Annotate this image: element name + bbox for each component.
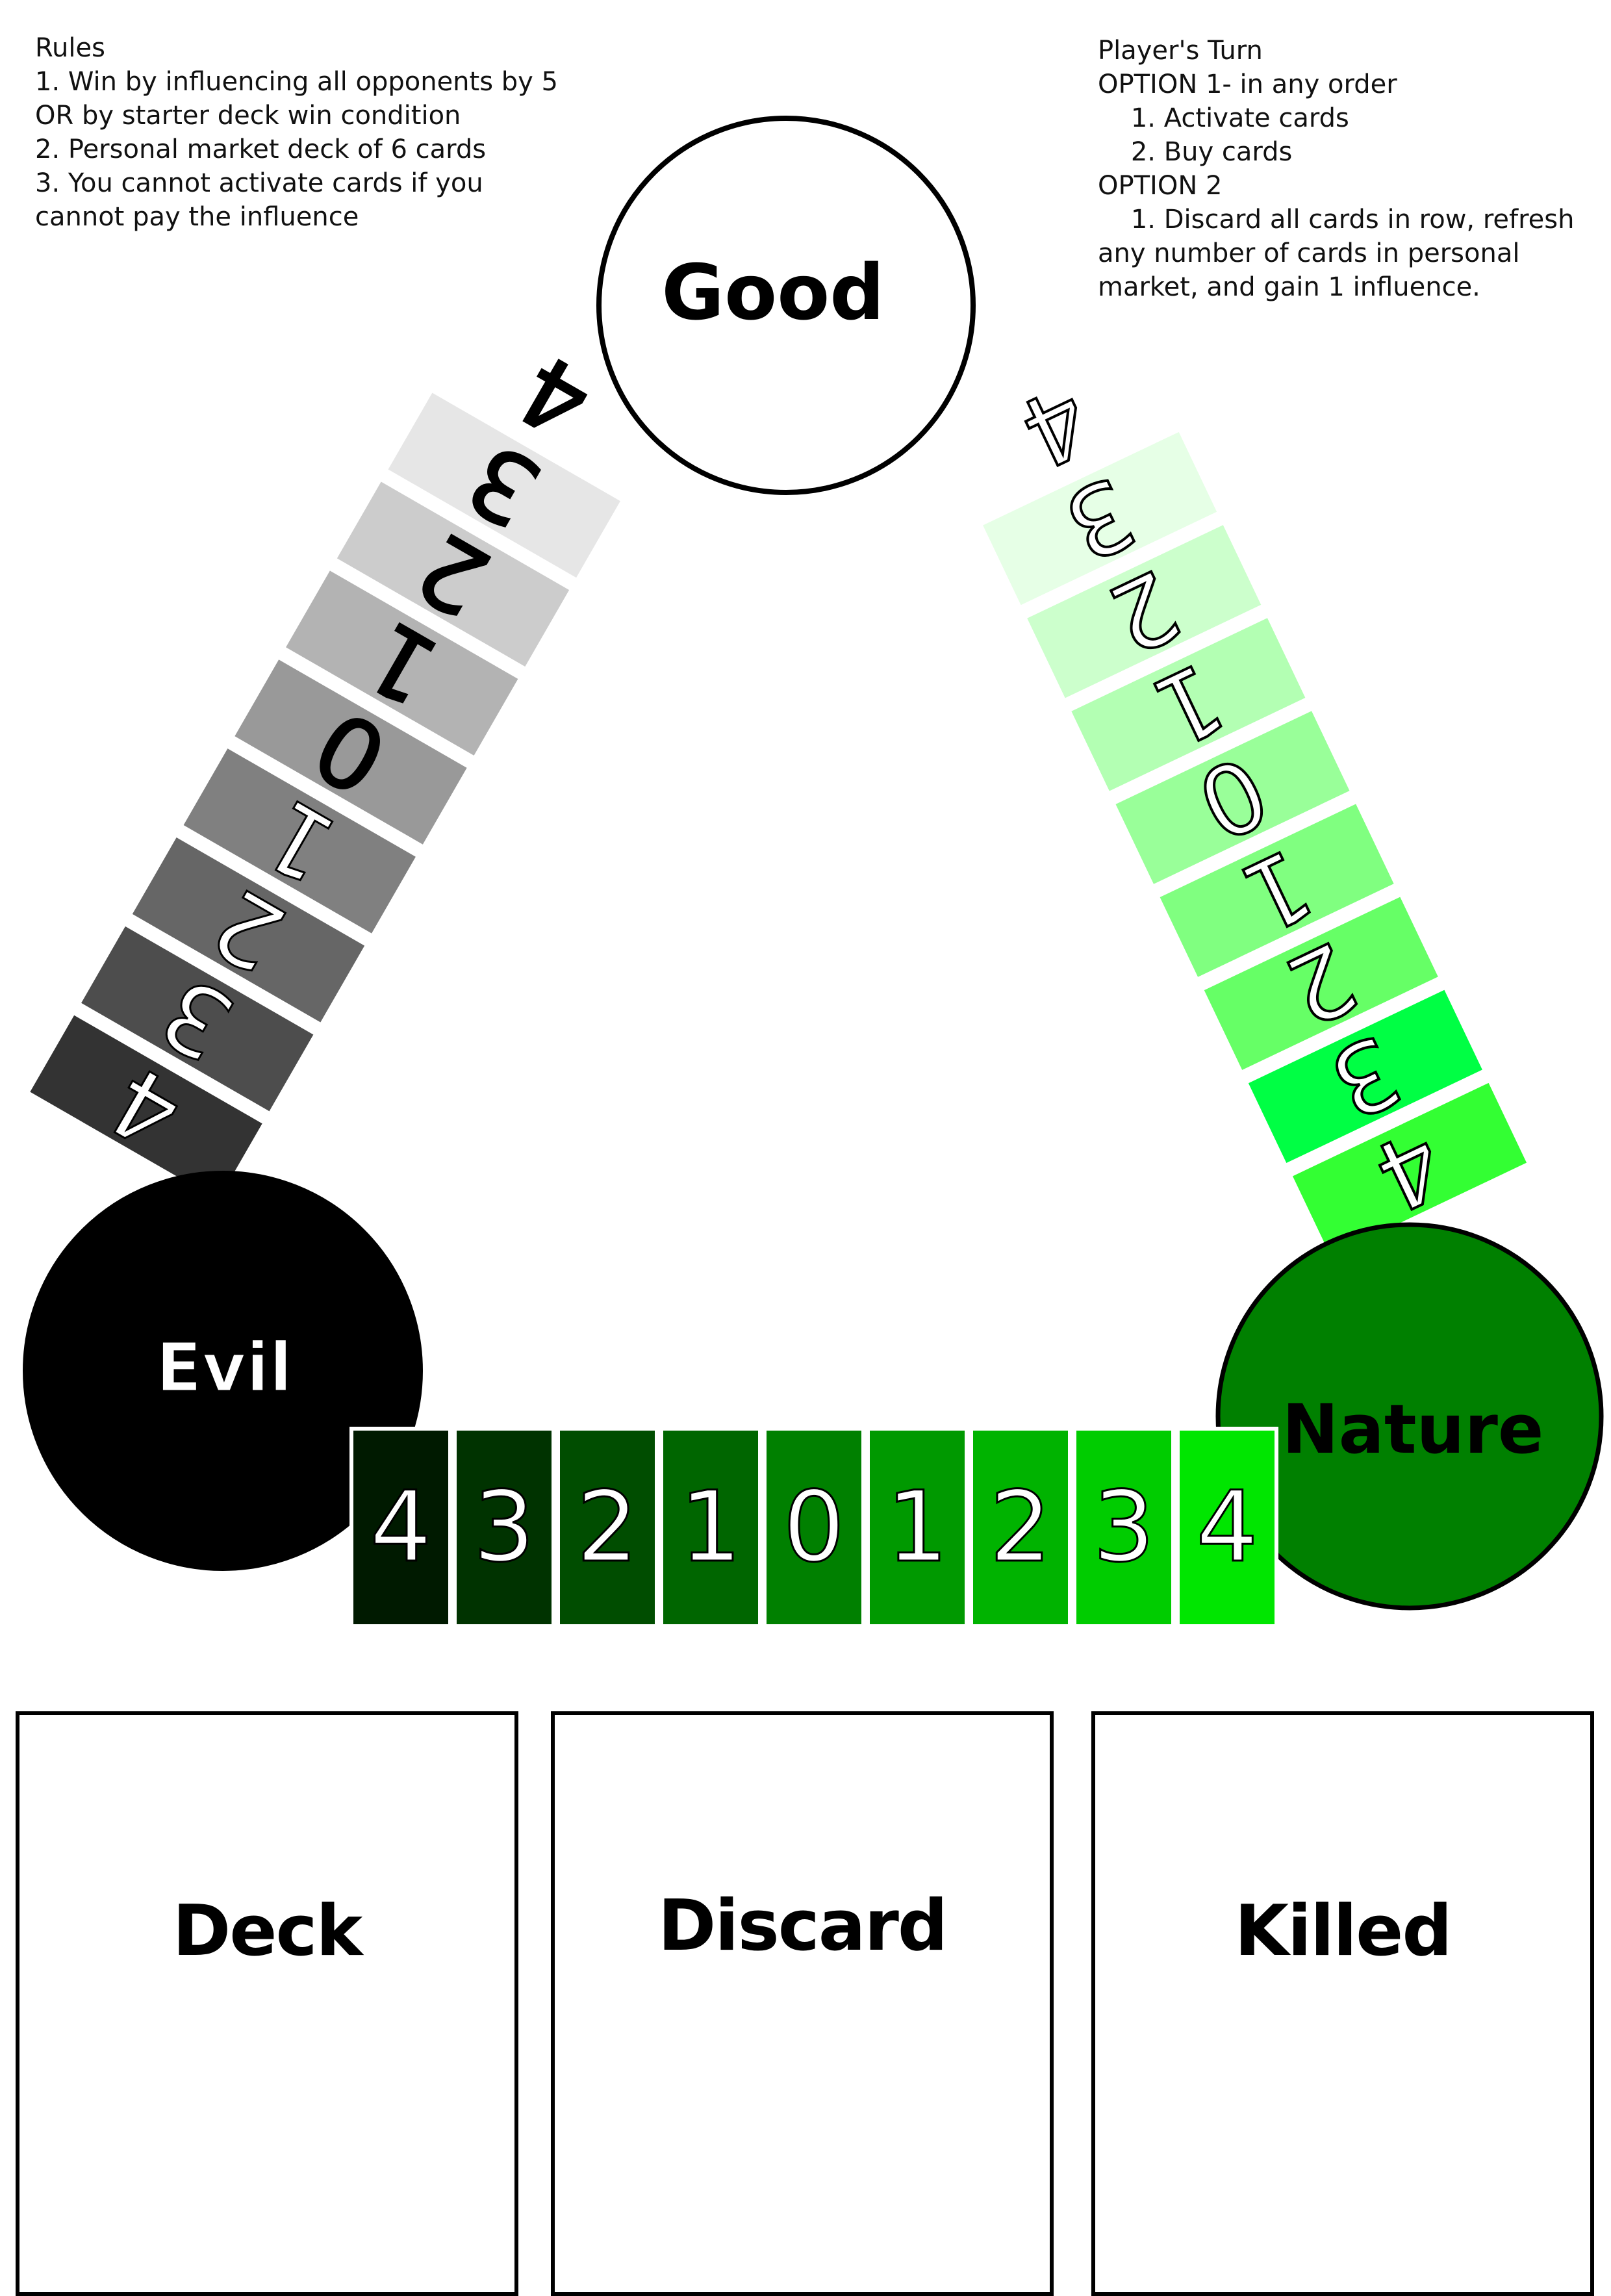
rules-line: 2. Personal market deck of 6 cards	[35, 134, 487, 164]
rules-line: cannot pay the influence	[35, 202, 359, 232]
track-number: 3	[1093, 1471, 1154, 1584]
track-tile-bg	[1176, 1427, 1278, 1628]
good-circle[interactable]: Good	[596, 116, 976, 495]
track-tile-bg	[1199, 891, 1443, 1075]
track-tile-bg	[866, 1427, 969, 1628]
rules-line: 1. Win by influencing all opponents by 5	[35, 67, 558, 97]
track-tile[interactable]: 4	[1176, 1427, 1278, 1628]
rules-title: Rules	[35, 33, 105, 63]
track-tile[interactable]: 4	[349, 1427, 452, 1628]
track-tile-bg	[178, 743, 422, 939]
track-tile-bg	[383, 387, 626, 583]
track-tile-bg	[280, 565, 524, 761]
track-tile-bg	[1072, 1427, 1175, 1628]
track-tile[interactable]: 2	[556, 1427, 659, 1628]
track-tile-bg	[763, 1427, 865, 1628]
turn-line: market, and gain 1 influence.	[1098, 272, 1480, 302]
track-tile-bg	[556, 1427, 659, 1628]
turn-title: Player's Turn	[1098, 36, 1263, 66]
track-tile-bg	[1066, 613, 1311, 797]
track-tile[interactable]: 4	[432, 293, 679, 500]
track-number: 3	[473, 1471, 535, 1584]
turn-line: 2. Buy cards	[1098, 137, 1293, 167]
track-tile[interactable]: 3	[976, 420, 1224, 616]
track-tile[interactable]: 1	[866, 1427, 969, 1628]
track-tile[interactable]: 2	[1197, 886, 1445, 1081]
track-tile[interactable]: 0	[1109, 700, 1356, 895]
evil-circle[interactable]: Evil	[23, 1171, 423, 1571]
nature-label: Nature	[1282, 1390, 1544, 1469]
track-tile[interactable]: 2	[1021, 514, 1268, 709]
killed-label: Killed	[1234, 1891, 1452, 1972]
track-tile[interactable]: 4	[23, 1004, 270, 1212]
track-tile[interactable]: 0	[763, 1427, 865, 1628]
turn-panel: Player's Turn OPTION 1- in any order 1. …	[1098, 34, 1574, 304]
track-tile[interactable]: 1	[1153, 793, 1401, 988]
track-tile[interactable]: 4	[1286, 1071, 1534, 1267]
track-tile[interactable]: 1	[1065, 607, 1312, 802]
track-tile-bg	[331, 476, 575, 672]
track-tile[interactable]: 4	[932, 327, 1180, 523]
track-tile-bg	[349, 1427, 452, 1628]
track-number: 1	[679, 1471, 741, 1584]
track-tile-bg	[969, 1427, 1072, 1628]
track-number: 2	[576, 1471, 638, 1584]
track-number: 0	[783, 1471, 844, 1584]
track-tile-bg	[978, 426, 1223, 611]
track-tile-bg	[659, 1427, 762, 1628]
good-label: Good	[661, 248, 884, 337]
track-number: 2	[989, 1471, 1051, 1584]
track-tile-bg	[434, 298, 677, 494]
track-tile[interactable]: 3	[381, 382, 628, 589]
track-tile-bg	[229, 654, 472, 850]
track-tile-bg	[933, 333, 1178, 518]
nature-circle[interactable]: Nature	[1215, 1222, 1604, 1611]
turn-line: 1. Discard all cards in row, refresh	[1098, 205, 1575, 235]
track-tile[interactable]: 2	[969, 1427, 1072, 1628]
track-tile[interactable]: 1	[659, 1427, 762, 1628]
track-tile-bg	[1154, 798, 1399, 982]
deck-pile[interactable]: Deck	[16, 1711, 518, 2296]
track-number: 1	[886, 1471, 948, 1584]
track-tile-bg	[75, 921, 319, 1117]
track-tile[interactable]: 3	[74, 915, 321, 1123]
track-tile[interactable]: 3	[1072, 1427, 1175, 1628]
track-tile[interactable]: 3	[1241, 978, 1489, 1174]
rules-line: 3. You cannot activate cards if you	[35, 168, 483, 198]
track-tile[interactable]: 1	[279, 559, 526, 767]
track-tile[interactable]: 3	[453, 1427, 555, 1628]
track-tile-bg	[127, 832, 370, 1028]
evil-label: Evil	[156, 1328, 292, 1407]
track-tile-bg	[1287, 1077, 1532, 1262]
turn-line: OPTION 1- in any order	[1098, 70, 1397, 99]
killed-pile[interactable]: Killed	[1091, 1711, 1594, 2296]
turn-line: any number of cards in personal	[1098, 238, 1520, 268]
deck-label: Deck	[172, 1891, 363, 1972]
rules-line: OR by starter deck win condition	[35, 101, 461, 131]
track-number: 4	[370, 1471, 431, 1584]
track-tile-bg	[1110, 706, 1355, 889]
track-tile-bg	[1022, 520, 1267, 704]
track-tile-bg	[25, 1010, 268, 1206]
track-number: 4	[1196, 1471, 1258, 1584]
track-tile-bg	[453, 1427, 555, 1628]
discard-pile[interactable]: Discard	[551, 1711, 1054, 2296]
discard-label: Discard	[657, 1885, 948, 1967]
turn-line: OPTION 2	[1098, 171, 1223, 201]
turn-line: 1. Activate cards	[1098, 103, 1349, 133]
rules-panel: Rules 1. Win by influencing all opponent…	[35, 31, 558, 234]
track-tile-bg	[1243, 984, 1488, 1169]
